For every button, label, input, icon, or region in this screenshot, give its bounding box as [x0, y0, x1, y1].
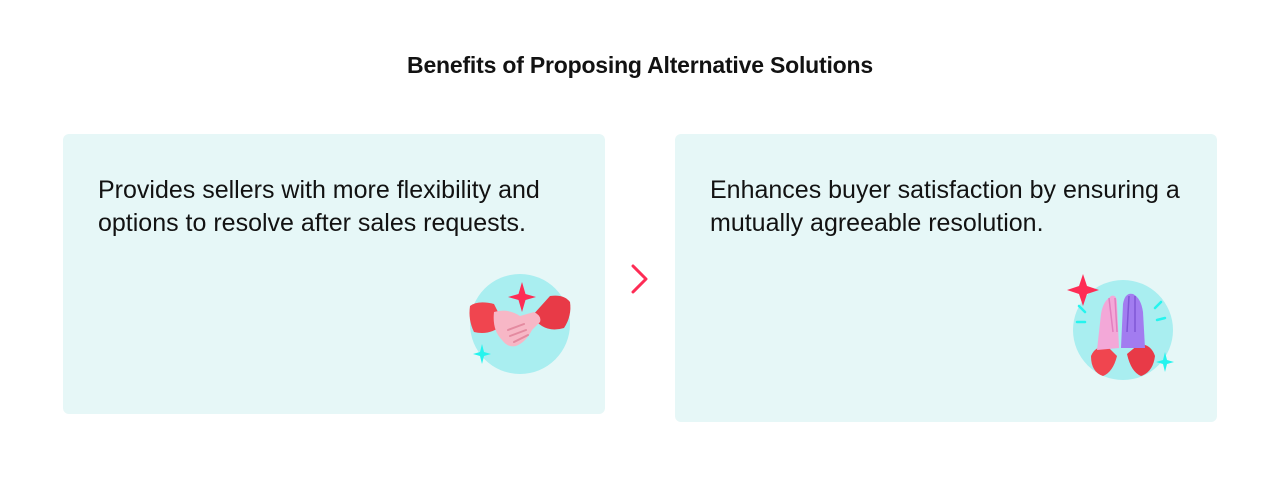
- benefit-card-seller: Provides sellers with more flexibility a…: [63, 134, 605, 414]
- benefit-text-buyer: Enhances buyer satisfaction by ensuring …: [710, 176, 1180, 237]
- chevron-right-icon: [631, 264, 648, 294]
- benefit-text-seller: Provides sellers with more flexibility a…: [98, 176, 540, 237]
- handshake-icon: [469, 274, 571, 374]
- high-five-icon: [1067, 274, 1174, 380]
- benefit-card-buyer: Enhances buyer satisfaction by ensuring …: [675, 134, 1217, 422]
- page-title: Benefits of Proposing Alternative Soluti…: [407, 52, 873, 78]
